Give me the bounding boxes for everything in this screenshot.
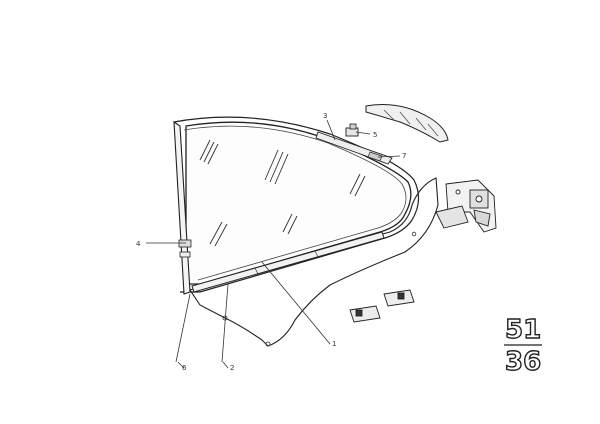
trim-clip-small xyxy=(367,151,383,162)
weatherstrip-joint xyxy=(314,250,319,258)
window-frame-inner-seal xyxy=(183,125,407,281)
callout-5: 5 xyxy=(373,131,377,139)
callout-1: 1 xyxy=(332,340,336,348)
window-frame-seal xyxy=(173,116,420,293)
retaining-clip xyxy=(345,123,359,137)
callout-6: 6 xyxy=(182,364,187,372)
panel-bolt-hole xyxy=(411,231,417,237)
callout-3: 3 xyxy=(323,112,327,120)
callout-7: 7 xyxy=(402,152,406,160)
mounting-blocks xyxy=(349,289,415,323)
trim-piece-hatch xyxy=(383,109,439,137)
vertical-guide-channel xyxy=(173,120,191,295)
weatherstrip-joint xyxy=(254,267,259,275)
lower-weatherstrip xyxy=(191,231,385,293)
leader-lines xyxy=(146,119,401,369)
quarter-window-glass xyxy=(185,121,412,285)
callout-2: 2 xyxy=(230,364,234,372)
glass-reflection-hatches xyxy=(199,139,366,247)
rear-window-trim-piece xyxy=(365,104,449,143)
channel-clip xyxy=(178,239,192,248)
channel-clip xyxy=(179,251,191,258)
panel-bolt-hole xyxy=(265,341,271,347)
hinge-bracket xyxy=(435,179,497,233)
group-main-number: 51 xyxy=(505,315,541,345)
group-sub-number: 36 xyxy=(505,347,541,377)
callout-4: 4 xyxy=(136,240,141,248)
